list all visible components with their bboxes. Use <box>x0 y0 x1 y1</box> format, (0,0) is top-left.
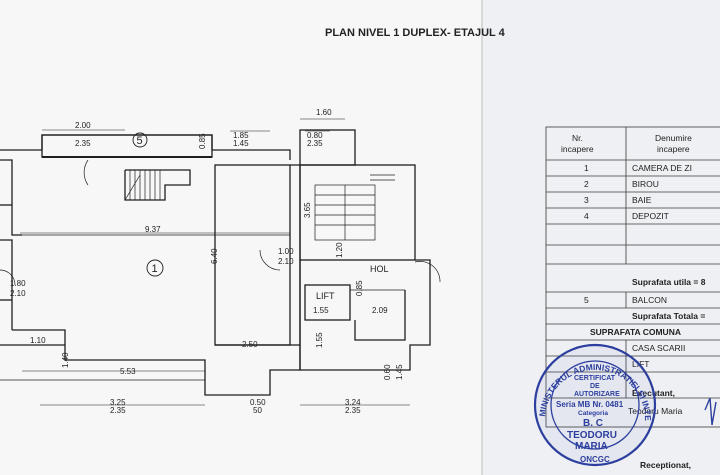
room-5-label: 5 <box>137 135 143 147</box>
signature <box>704 397 717 426</box>
table-row-name: DEPOZIT <box>632 211 669 221</box>
table-row-nr: 1 <box>584 163 589 173</box>
dim-label: 2.10 <box>10 289 26 298</box>
table-row-name: CAMERA DE ZI <box>632 163 692 173</box>
table-row-name: BIROU <box>632 179 659 189</box>
dim-label: 3.25 <box>110 398 126 407</box>
dim-label: 1.20 <box>335 242 344 258</box>
dimension-labels: 1.60 2.00 2.35 0.85 1.85 1.45 0.80 2.35 … <box>10 108 404 415</box>
dim-label: 1.45 <box>395 364 404 380</box>
dim-label: 2.35 <box>110 406 126 415</box>
header-name-line2: incapere <box>657 144 690 154</box>
dim-label: 2.35 <box>307 139 323 148</box>
stamp-certificat: CERTIFICAT <box>574 375 616 382</box>
lift-row: LIFT <box>632 359 649 369</box>
plan-walls <box>0 129 431 396</box>
room-1-marker <box>146 259 164 277</box>
dim-label: 1.00 <box>278 247 294 256</box>
room-5-marker <box>132 132 148 148</box>
header-nr-line1: Nr. <box>572 133 583 143</box>
table-row-name: BAIE <box>632 195 652 205</box>
dim-label: 0.85 <box>198 133 207 149</box>
stamp-seria: Seria MB Nr. 0481 <box>556 400 624 409</box>
table-row-nr: 4 <box>584 211 589 221</box>
suprafata-comuna: SUPRAFATA COMUNA <box>590 327 681 337</box>
dim-label: 0.50 <box>250 398 266 407</box>
dim-label: 9.37 <box>145 225 161 234</box>
dim-label: 1.40 <box>61 352 70 368</box>
table-row-nr: 2 <box>584 179 589 189</box>
dim-label: 1.80 <box>10 279 26 288</box>
dim-label: 2.50 <box>242 340 258 349</box>
dim-label: 6.40 <box>210 248 219 264</box>
dim-label: 0.80 <box>307 131 323 140</box>
lift-label: LIFT <box>316 291 335 301</box>
dim-label: 2.35 <box>345 406 361 415</box>
stamp-categoria: Categoria <box>578 410 608 417</box>
stamp-de: DE <box>590 383 600 390</box>
dim-label: 2.10 <box>278 257 294 266</box>
dim-label: 2.35 <box>75 139 91 148</box>
suprafata-utila: Suprafata utila = 8 <box>632 277 706 287</box>
casa-scarii: CASA SCARII <box>632 343 685 353</box>
dim-label: 2.00 <box>75 121 91 130</box>
balcon-nr: 5 <box>584 295 589 305</box>
receptionat-label: Receptionat, <box>640 460 691 470</box>
dim-label: 2.09 <box>372 306 388 315</box>
balcon-name: BALCON <box>632 295 667 305</box>
dim-label: 1.55 <box>313 306 329 315</box>
dimension-lines <box>20 118 410 406</box>
dim-label: 1.55 <box>315 332 324 348</box>
dim-label: 50 <box>253 406 262 415</box>
dim-label: 1.10 <box>30 336 46 345</box>
table-row-nr: 3 <box>584 195 589 205</box>
door-swings <box>0 159 441 286</box>
dim-label: 0.60 <box>383 364 392 380</box>
header-nr-line2: incapere <box>561 144 594 154</box>
stamp-oncgc: ONCGC <box>580 455 610 464</box>
dim-label: 1.85 <box>233 131 249 140</box>
dim-label: 3.24 <box>345 398 361 407</box>
dim-label: 5.53 <box>120 367 136 376</box>
stamp-bc: B. C <box>583 418 603 429</box>
stamp-autorizare: AUTORIZARE <box>574 391 620 398</box>
plan-title: PLAN NIVEL 1 DUPLEX- ETAJUL 4 <box>325 27 506 39</box>
stamp-teodoru: TEODORU <box>567 430 617 441</box>
paper-sheet-left <box>0 0 482 475</box>
hol-label: HOL <box>370 264 389 274</box>
dim-label: 0.85 <box>355 280 364 296</box>
header-name-line1: Denumire <box>655 133 692 143</box>
paper-sheet-right <box>482 0 720 475</box>
stamp-maria: MARIA <box>575 441 608 452</box>
room-1-label: 1 <box>152 263 158 275</box>
dim-label: 1.45 <box>233 139 249 148</box>
dim-label: 3.65 <box>303 202 312 218</box>
suprafata-totala: Suprafata Totala = <box>632 311 705 321</box>
dim-label: 1.60 <box>316 108 332 117</box>
